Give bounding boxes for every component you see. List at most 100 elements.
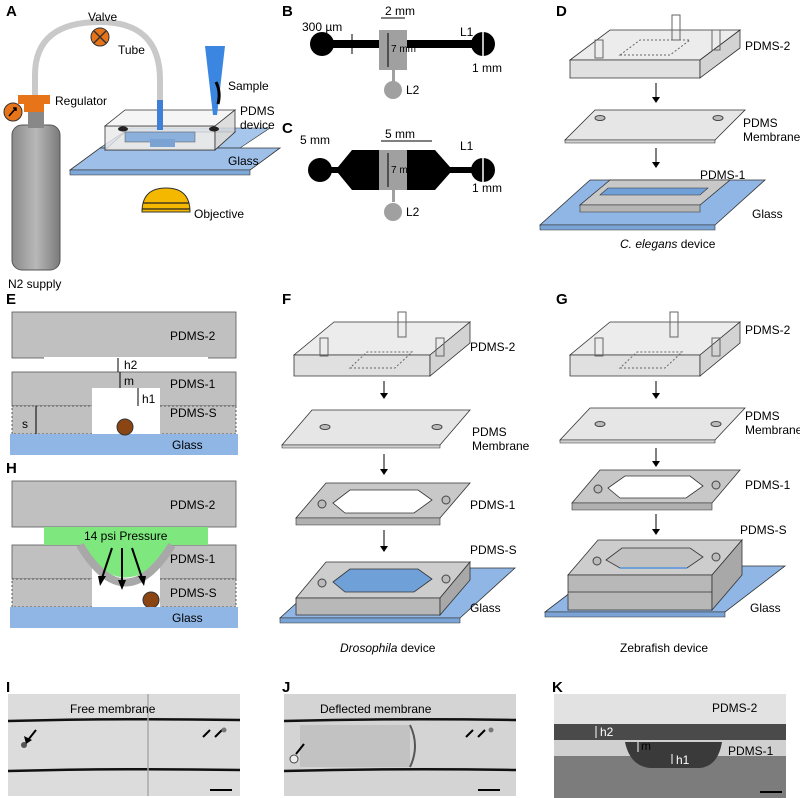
f-pdmss-label: PDMS-S <box>470 543 517 557</box>
d-membrane <box>564 109 746 141</box>
panel-f: F PDMS-2 PDMS Membrane PDMS-1 PDMS-S Gla… <box>278 291 530 655</box>
d-caption-italic: C. elegans <box>620 237 677 251</box>
k-pdms2: PDMS-2 <box>712 701 758 715</box>
n2-label: N2 supply <box>8 277 61 291</box>
h-pressure-zone <box>44 527 208 545</box>
svg-text:Drosophila device: Drosophila device <box>340 641 436 655</box>
c-chamber: 7 mm <box>391 165 416 176</box>
k-pdms1: PDMS-1 <box>728 744 774 758</box>
g-pdms1-label: PDMS-1 <box>745 478 791 492</box>
objective-label: Objective <box>194 207 244 221</box>
glass-label: Glass <box>228 154 259 168</box>
inlet-tube <box>157 100 163 130</box>
chamber-c <box>379 150 407 190</box>
j-title: Deflected membrane <box>320 702 432 716</box>
pdms-label-1: PDMS <box>240 104 275 118</box>
k-h1: h1 <box>676 753 690 767</box>
d-caption-rest: device <box>677 237 715 251</box>
d-pdms1-label: PDMS-1 <box>700 168 746 182</box>
g-pdmss-label: PDMS-S <box>740 523 787 537</box>
e-pdmss: PDMS-S <box>170 406 217 420</box>
panel-k: K PDMS-2 PDMS-1 h2 m h1 <box>552 679 786 798</box>
c-l1: L1 <box>460 139 474 153</box>
regulator-body <box>18 95 50 104</box>
panel-h: H PDMS-2 14 psi Pressure PDMS-1 PDMS-S G… <box>6 460 238 628</box>
gas-tube <box>32 18 163 120</box>
sample-label: Sample <box>228 79 269 93</box>
n2-cylinder <box>11 124 61 271</box>
e-pdms1: PDMS-1 <box>170 377 216 391</box>
d-membrane-label-1: PDMS <box>743 116 778 130</box>
panel-g: G PDMS-2 PDMS Membrane PDMS-1 PDMS-S Gla… <box>543 291 800 655</box>
g-pdms2-label: PDMS-2 <box>745 323 791 337</box>
c-l2: L2 <box>406 205 420 219</box>
b-length: 2 mm <box>385 4 415 18</box>
panel-label-i: I <box>6 679 10 696</box>
b-width: 300 µm <box>302 20 342 34</box>
h-glass <box>10 607 238 628</box>
panel-c: C 5 mm 5 mm 7 mm L1 1 mm L2 <box>282 120 502 221</box>
f-pdms1-label: PDMS-1 <box>470 498 516 512</box>
panel-label-d: D <box>556 3 567 20</box>
objective-icon <box>141 187 191 213</box>
d-glass-label: Glass <box>752 207 783 221</box>
f-pdmss <box>295 597 441 616</box>
pipette-icon <box>205 46 225 115</box>
valve-icon <box>90 27 110 47</box>
regulator-label: Regulator <box>55 94 107 108</box>
panel-a: A Valve Tube Regulator N2 supply PDMS de… <box>3 3 282 291</box>
panel-label-f: F <box>282 291 291 308</box>
e-pdms2: PDMS-2 <box>170 329 216 343</box>
g-caption: Zebrafish device <box>620 641 708 655</box>
panel-label-b: B <box>282 3 293 20</box>
e-h1: h1 <box>142 392 156 406</box>
f-membrane-label-1: PDMS <box>472 425 507 439</box>
f-pdms2-block <box>429 321 471 377</box>
h-glass-label: Glass <box>172 611 203 625</box>
c-length: 5 mm <box>385 127 415 141</box>
f-membrane-label-2: Membrane <box>472 439 530 453</box>
panel-label-j: J <box>282 679 290 696</box>
g-glass-label: Glass <box>750 601 781 615</box>
h-pdms1: PDMS-1 <box>170 552 216 566</box>
e-glass <box>10 434 238 455</box>
e-m: m <box>124 374 134 388</box>
c-port: 1 mm <box>472 181 502 195</box>
b-port: 1 mm <box>472 61 502 75</box>
panel-label-c: C <box>282 120 293 137</box>
gauge-icon <box>3 102 23 122</box>
e-s: s <box>22 417 28 431</box>
panel-label-k: K <box>552 679 563 696</box>
h-pressure: 14 psi Pressure <box>84 529 168 543</box>
d-pdms2-label: PDMS-2 <box>745 39 791 53</box>
panel-j: J Deflected membrane <box>282 679 517 796</box>
h-pdms2: PDMS-2 <box>170 498 216 512</box>
panel-e: E PDMS-2 PDMS-1 PDMS-S Glass h2 m h1 s <box>6 291 238 455</box>
e-h2: h2 <box>124 358 138 372</box>
f-glass-label: Glass <box>470 601 501 615</box>
panel-label-a: A <box>6 3 17 20</box>
h-pdmss: PDMS-S <box>170 586 217 600</box>
d-pdms1 <box>579 204 701 213</box>
g-pdmss <box>567 574 713 611</box>
d-pdms2-block <box>699 29 741 79</box>
panel-d: D PDMS-2 PDMS Membrane PDMS-1 Glass C. e… <box>538 3 800 251</box>
panel-label-g: G <box>556 291 568 308</box>
panel-label-h: H <box>6 460 17 477</box>
panel-label-e: E <box>6 291 16 308</box>
panel-b: B 300 µm 2 mm 7 mm L1 1 mm L2 <box>282 3 502 99</box>
b-chamber: 7 mm <box>391 44 416 55</box>
f-caption-rest: device <box>397 641 435 655</box>
h-deflected-membrane <box>76 542 176 587</box>
e-glass-label: Glass <box>172 438 203 452</box>
panel-i: I Free membrane <box>6 679 241 796</box>
valve-label: Valve <box>88 10 117 24</box>
f-caption-italic: Drosophila <box>340 641 398 655</box>
i-title: Free membrane <box>70 702 156 716</box>
i-micrograph <box>8 694 240 796</box>
g-membrane-label-2: Membrane <box>745 423 800 437</box>
b-l2: L2 <box>406 83 420 97</box>
chamber-b <box>379 30 407 70</box>
tube-label: Tube <box>118 43 145 57</box>
